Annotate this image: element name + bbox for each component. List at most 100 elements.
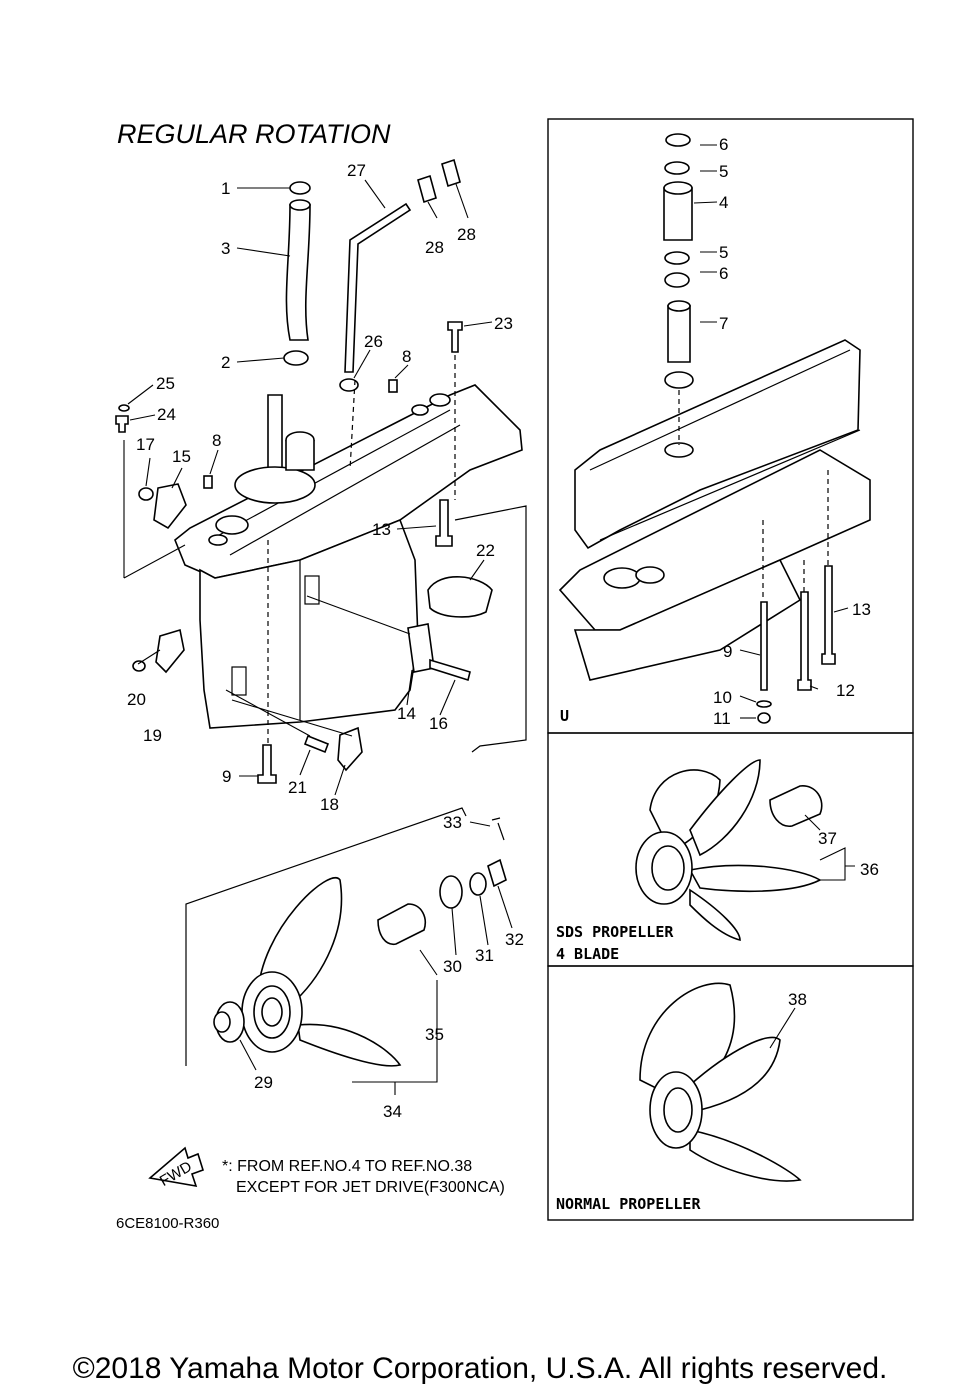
callout-number: 16 <box>429 714 448 733</box>
callout-number: 9 <box>723 642 732 661</box>
diagram-code: 6CE8100-R360 <box>116 1215 219 1232</box>
sds-propeller <box>635 759 822 942</box>
part-27-shift-rod <box>344 202 412 373</box>
callout-number: 6 <box>719 135 728 154</box>
callout-number: 8 <box>402 347 411 366</box>
callout-number: 17 <box>136 435 155 454</box>
panel-label-sds-1: SDS PROPELLER <box>556 923 674 941</box>
part-35-bushing <box>377 903 426 945</box>
part-22-anode <box>427 576 493 618</box>
callout-number: 29 <box>254 1073 273 1092</box>
part-10-washer <box>756 700 772 708</box>
callout-number: 6 <box>719 264 728 283</box>
part-9-stud <box>760 601 768 691</box>
diagram-title: REGULAR ROTATION <box>117 119 391 149</box>
callout-number: 15 <box>172 447 191 466</box>
callout-number: 30 <box>443 957 462 976</box>
part-15-bracket <box>153 483 187 530</box>
propeller-main <box>241 877 402 1067</box>
callout-number: 7 <box>719 314 728 333</box>
callout-number: 23 <box>494 314 513 333</box>
callout-number: 22 <box>476 541 495 560</box>
callout-number: 5 <box>719 162 728 181</box>
callout-number: 28 <box>425 238 444 257</box>
callout-number: 26 <box>364 332 383 351</box>
callout-number: 36 <box>860 860 879 879</box>
part-6-ring-b <box>664 272 690 288</box>
note-line-2: EXCEPT FOR JET DRIVE(F300NCA) <box>236 1179 505 1196</box>
part-28-damper-a <box>417 174 437 204</box>
part-30-washer <box>439 875 463 909</box>
normal-propeller-panel <box>547 965 914 1221</box>
normal-propeller <box>639 982 802 1182</box>
part-9-bolt <box>257 744 277 784</box>
part-8-dowel-a <box>388 379 398 393</box>
callout-numbers: 1 3 27 28 28 2 26 8 23 25 24 17 15 8 13 … <box>127 135 879 1121</box>
callout-number: 37 <box>818 829 837 848</box>
part-25-o-ring <box>118 404 130 412</box>
panel-label-normal: NORMAL PROPELLER <box>556 1195 701 1213</box>
callout-number: 13 <box>372 520 391 539</box>
part-8-dowel-b <box>203 475 213 489</box>
part-19-bracket <box>155 628 185 674</box>
part-28-damper-b <box>441 158 461 188</box>
callout-number: 9 <box>222 767 231 786</box>
panel-label-u: U <box>560 707 569 725</box>
part-3-water-tube <box>285 204 311 341</box>
part-13-bolt <box>435 499 453 547</box>
callout-number: 10 <box>713 688 732 707</box>
callout-number: 11 <box>713 709 731 728</box>
part-6-ring-a <box>665 133 691 147</box>
callout-number: 12 <box>836 681 855 700</box>
part-23-bolt <box>447 321 463 353</box>
callout-number: 4 <box>719 193 728 212</box>
part-5-seal-b <box>664 251 690 265</box>
callout-number: 18 <box>320 795 339 814</box>
upper-casing-u <box>558 339 871 681</box>
callout-number: 2 <box>221 353 230 372</box>
part-17-nut <box>138 487 154 501</box>
part-32-nut <box>487 858 507 888</box>
callout-leaders <box>127 144 849 1071</box>
part-11-nut <box>757 712 771 724</box>
part-7-collar <box>667 305 691 363</box>
panel-label-sds-2: 4 BLADE <box>556 945 619 963</box>
part-20-nut <box>132 660 146 672</box>
part-16-bolt <box>429 658 471 682</box>
part-33-cotter-pin <box>491 817 505 841</box>
callout-number: 35 <box>425 1025 444 1044</box>
callout-number: 5 <box>719 243 728 262</box>
callout-number: 33 <box>443 813 462 832</box>
part-31-washer <box>469 872 487 896</box>
fwd-arrow-icon <box>148 1146 204 1188</box>
part-37-sds-hub <box>769 785 823 827</box>
part-12-bolt <box>797 591 812 691</box>
callout-number: 38 <box>788 990 807 1009</box>
part-13-bolt-long <box>821 565 836 665</box>
callout-number: 27 <box>347 161 366 180</box>
part-4-bushing <box>663 187 693 241</box>
callout-number: 25 <box>156 374 175 393</box>
callout-number: 8 <box>212 431 221 450</box>
callout-number: 34 <box>383 1102 402 1121</box>
part-24-nipple <box>115 415 129 433</box>
callout-number: 21 <box>288 778 307 797</box>
part-5-seal-a <box>664 161 690 175</box>
callout-number: 28 <box>457 225 476 244</box>
callout-number: 32 <box>505 930 524 949</box>
copyright-notice: ©2018 Yamaha Motor Corporation, U.S.A. A… <box>72 1352 888 1385</box>
part-1-grommet <box>289 181 311 195</box>
part-26-bushing <box>339 378 359 392</box>
note-line-1: *: FROM REF.NO.4 TO REF.NO.38 <box>222 1158 472 1175</box>
callout-number: 3 <box>221 239 230 258</box>
callout-number: 24 <box>157 405 176 424</box>
callout-number: 1 <box>221 179 230 198</box>
upper-casing-main <box>174 384 523 729</box>
exploded-parts-diagram: REGULAR ROTATION U SDS PROPELLER 4 BLADE… <box>115 118 914 1232</box>
callout-number: 31 <box>475 946 494 965</box>
callout-number: 20 <box>127 690 146 709</box>
callout-number: 14 <box>397 704 416 723</box>
callout-number: 19 <box>143 726 162 745</box>
part-2-seal <box>283 350 309 366</box>
callout-number: 13 <box>852 600 871 619</box>
